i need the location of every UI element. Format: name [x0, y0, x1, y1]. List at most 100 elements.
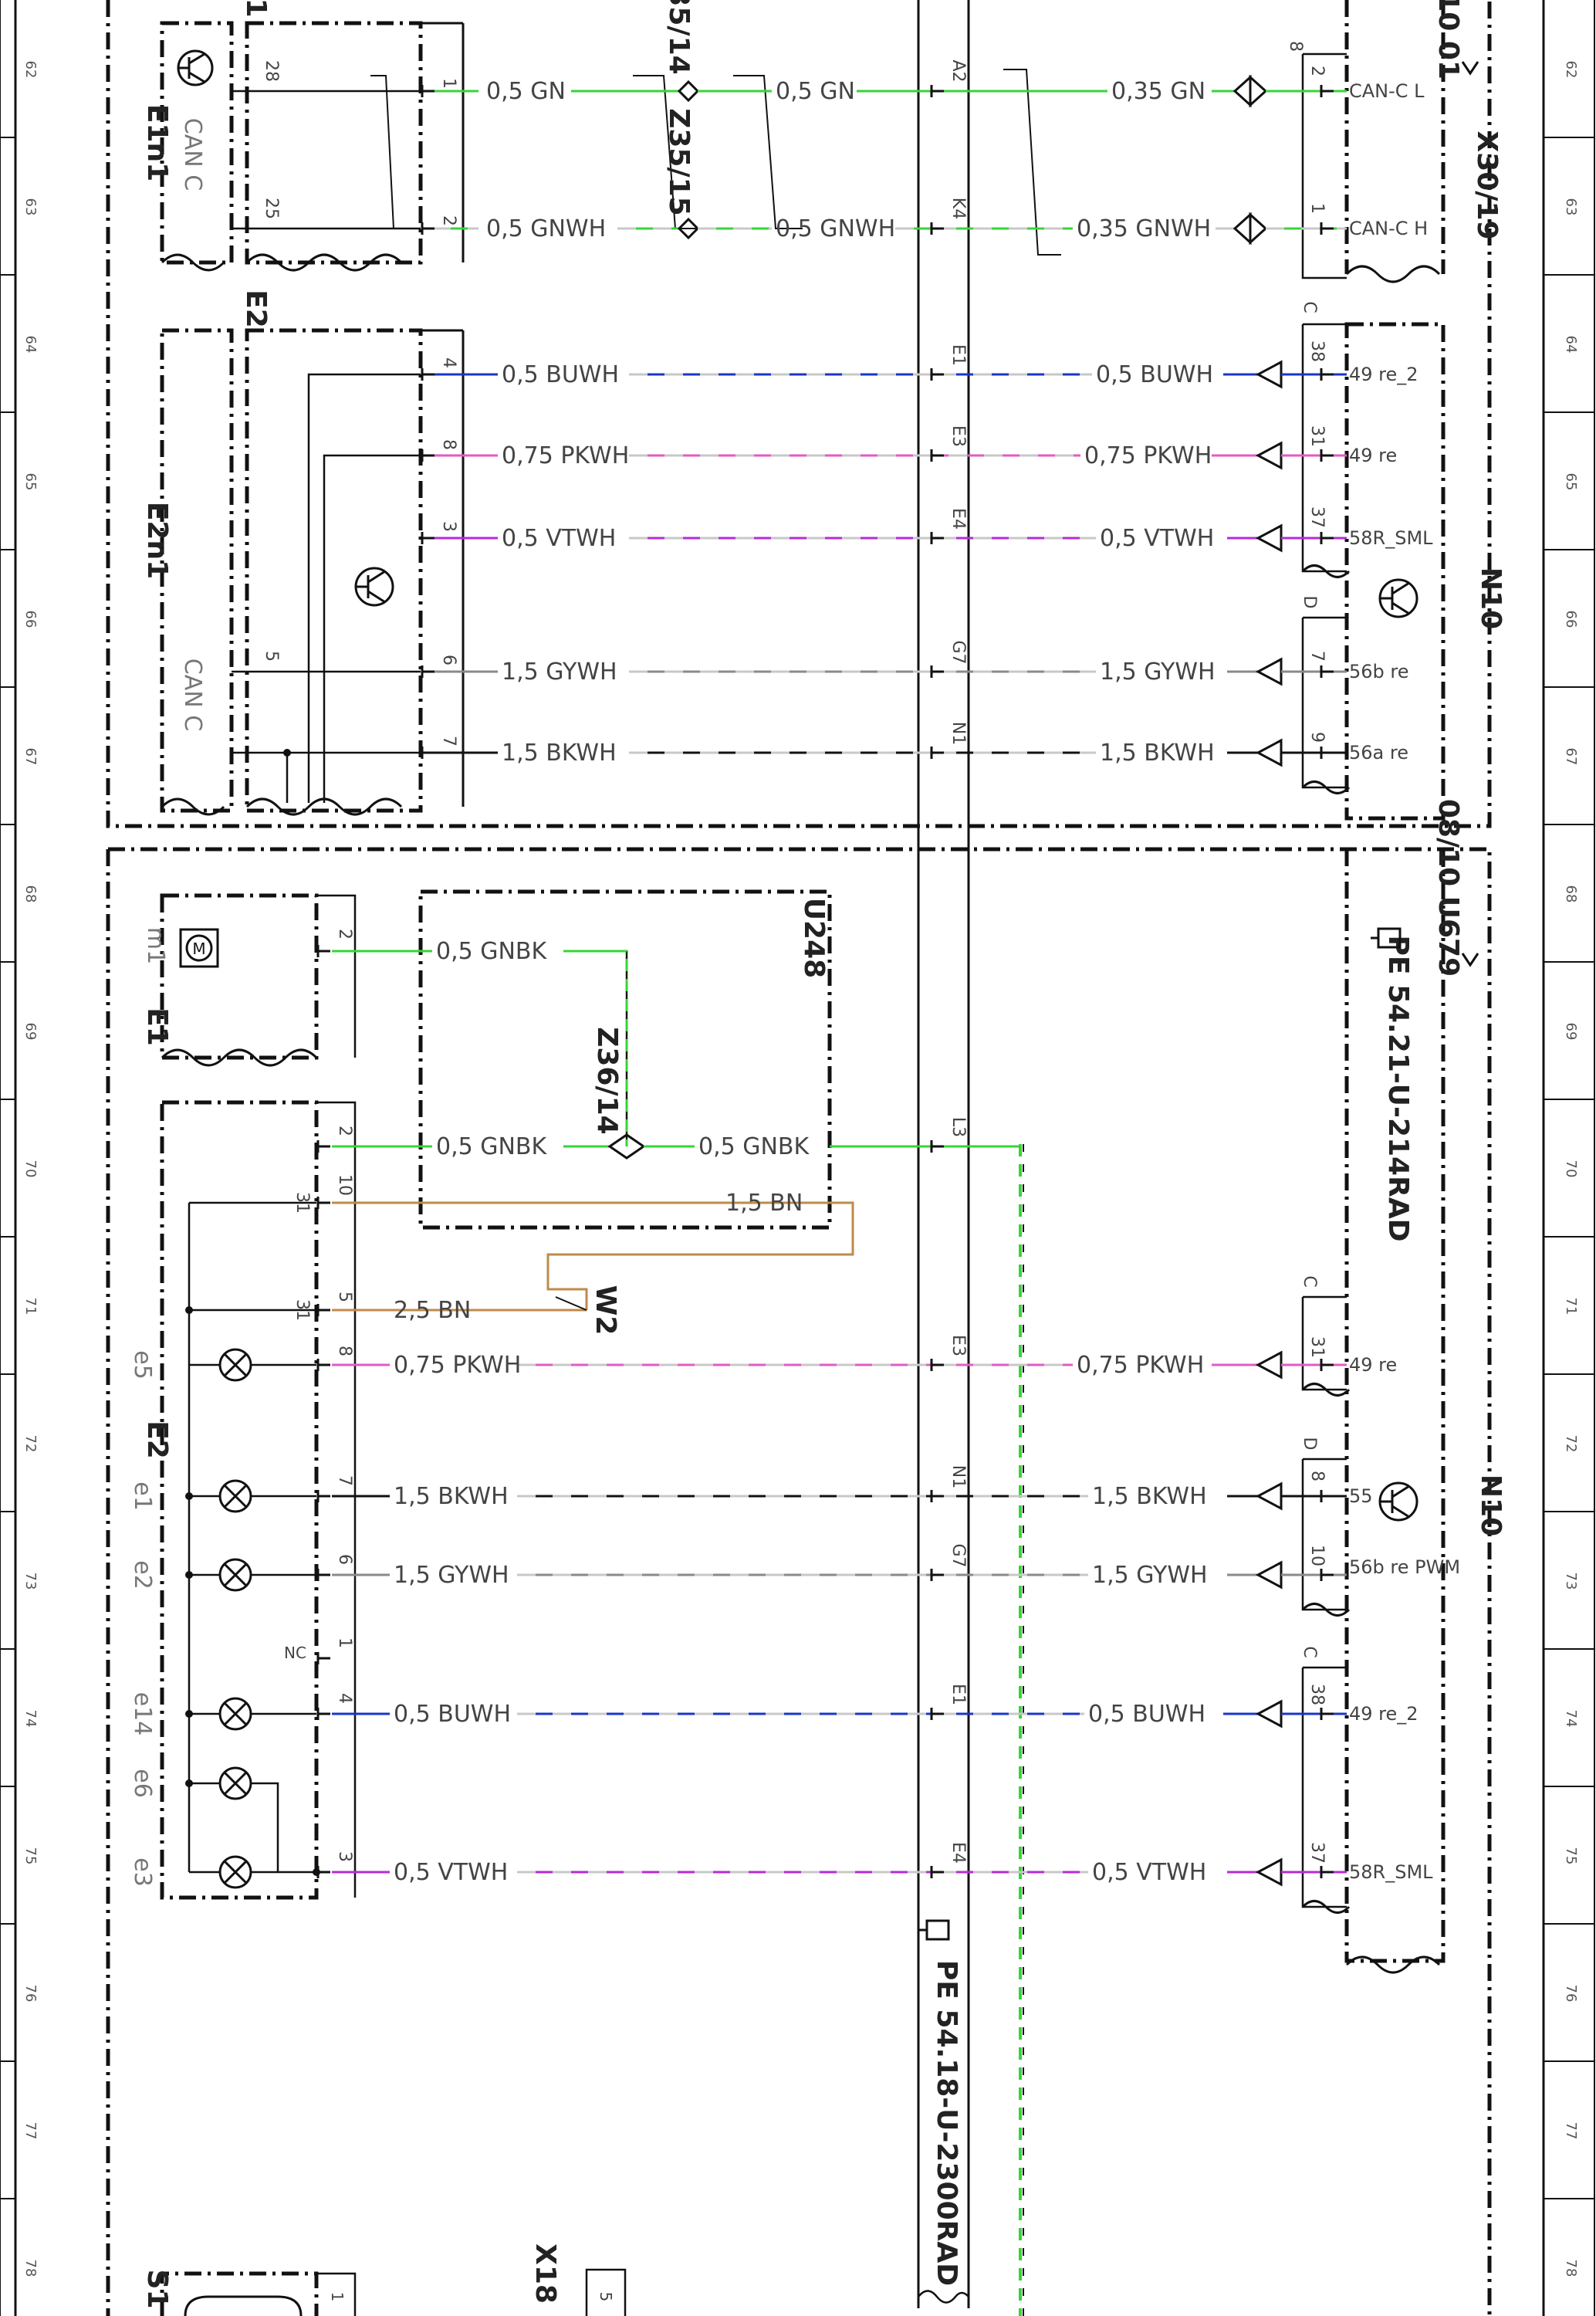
ruler-number: 71 [22, 1298, 39, 1315]
label-can-c-b: CAN C [179, 659, 206, 731]
connector-arrow-icon [1255, 1560, 1283, 1590]
wire-label: 0,5 GNBK [436, 938, 548, 965]
pin-number: 37 [1307, 1842, 1327, 1864]
pin-number: 7 [335, 1475, 354, 1486]
wire-label: 0,35 GN [1111, 78, 1205, 105]
wire-label: 0,5 GNBK [436, 1133, 548, 1160]
ruler-number: 76 [22, 1985, 39, 2003]
connector-pin-icon [1320, 85, 1334, 97]
pin-number: N1 [948, 722, 968, 745]
label-w2: W2 [590, 1285, 621, 1336]
label-nc: NC [284, 1644, 306, 1662]
connector-pin-icon [421, 449, 435, 462]
pin-number: 5 [335, 1292, 354, 1302]
label-e1n1: E1n1 [141, 104, 173, 181]
pin-number: 31 [292, 1192, 312, 1214]
pin-number: 38 [1307, 340, 1327, 362]
wire-label: 1,5 GYWH [1092, 1562, 1208, 1589]
label-sheet-top: /10 01 [1432, 0, 1464, 80]
pin-number: G7 [948, 640, 968, 664]
pin-number: E4 [948, 1842, 968, 1864]
s1-module [160, 2271, 319, 2316]
signal-label: 58R_SML [1349, 527, 1433, 549]
connector-pin-icon [930, 665, 944, 678]
signal-label: 49 re [1349, 1354, 1397, 1376]
wire-label: 0,5 BUWH [1088, 1701, 1205, 1728]
ruler-number: 69 [22, 1023, 39, 1041]
connector-pin-icon [421, 368, 435, 381]
pin-number: 31 [292, 1299, 312, 1321]
connector-pin-icon [1320, 1569, 1334, 1581]
connector-pin-icon [1320, 1708, 1334, 1720]
connector-pin-icon [316, 945, 330, 957]
connector-pin-icon [421, 532, 435, 544]
connector-pin-icon [930, 1866, 944, 1878]
u248-module [418, 889, 832, 1230]
label-m1: m1 [142, 927, 169, 964]
wire-label: 1,5 BKWH [502, 740, 617, 767]
wire-label: 1,5 BKWH [394, 1483, 509, 1510]
connector-arrow-icon [1255, 1481, 1283, 1511]
wire-label: 0,5 GNBK [698, 1133, 810, 1160]
pin-number: E1 [948, 1684, 968, 1705]
pin-number: 10 [1307, 1545, 1327, 1566]
pin-number: 1 [335, 1637, 354, 1648]
ruler-number: 77 [22, 2122, 39, 2140]
ruler-number: 72 [1563, 1435, 1579, 1453]
wire-label: 0,5 GNWH [776, 215, 895, 242]
connector-pin-icon [316, 1359, 330, 1371]
signal-label: 49 re_2 [1349, 1703, 1418, 1725]
connector-pin-icon [1320, 368, 1334, 381]
connector-arrow-icon [1255, 657, 1283, 686]
connector-pin-icon [1320, 222, 1334, 235]
connector-pin-icon [421, 222, 435, 235]
pin-number: 2 [335, 929, 354, 940]
connector-pin-icon [1320, 665, 1334, 678]
connector-arrow-icon [1255, 738, 1283, 767]
connector-pin-icon [1320, 532, 1334, 544]
label-e5: e5 [129, 1350, 156, 1380]
connector-pin-icon [316, 1866, 330, 1878]
transistor-icon [177, 49, 214, 86]
ruler-number: 69 [1563, 1023, 1579, 1041]
connector-pin-icon [316, 1569, 330, 1581]
ruler-number: 71 [1563, 1298, 1579, 1315]
lamp-icon [218, 1855, 252, 1889]
label-z36-14: Z36/14 [591, 1027, 623, 1134]
pin-number: K4 [948, 198, 968, 219]
pin-number: 4 [335, 1693, 354, 1704]
ruler-number: 75 [1563, 1847, 1579, 1865]
connector-pin-icon [316, 1490, 330, 1502]
wire-label: 0,5 GN [486, 78, 566, 105]
pin-number: 8 [1307, 1471, 1327, 1481]
wire-label: 0,5 BUWH [1096, 361, 1213, 388]
ruler-number: 65 [22, 473, 39, 491]
label-n10-top: N10 [1475, 567, 1506, 629]
label-can-c-a: CAN C [179, 118, 206, 191]
pin-number: 2 [335, 1126, 354, 1136]
pin-number: 31 [1307, 1336, 1327, 1358]
hand-pointer-icon [919, 1919, 950, 1941]
ruler-number: 70 [1563, 1160, 1579, 1178]
signal-label: 56b re [1349, 661, 1409, 682]
hand-pointer-icon [1371, 927, 1402, 949]
pin-number: 1 [1307, 203, 1327, 214]
pin-number: 28 [262, 60, 281, 82]
label-e2-top: E2 [240, 290, 272, 328]
connector-pin-icon [1320, 747, 1334, 759]
e2-module-top [245, 21, 423, 265]
ruler-number: 65 [1563, 473, 1579, 491]
connector-pin-icon [1320, 1866, 1334, 1878]
ruler-number: 67 [22, 748, 39, 766]
ruler-number: 70 [22, 1160, 39, 1178]
pin-number: 31 [1307, 425, 1327, 447]
ruler-number: 77 [1563, 2122, 1579, 2140]
pin-number: 6 [439, 655, 458, 665]
label-z35-15: Z35/15 [663, 108, 695, 215]
connector-pin-icon [421, 85, 435, 97]
connector-pin-icon [930, 222, 944, 235]
pin-number: 5 [262, 651, 281, 662]
pin-number: 7 [439, 736, 458, 747]
label-e2-bottom: E2 [141, 1420, 173, 1459]
signal-label: 49 re_2 [1349, 364, 1418, 385]
